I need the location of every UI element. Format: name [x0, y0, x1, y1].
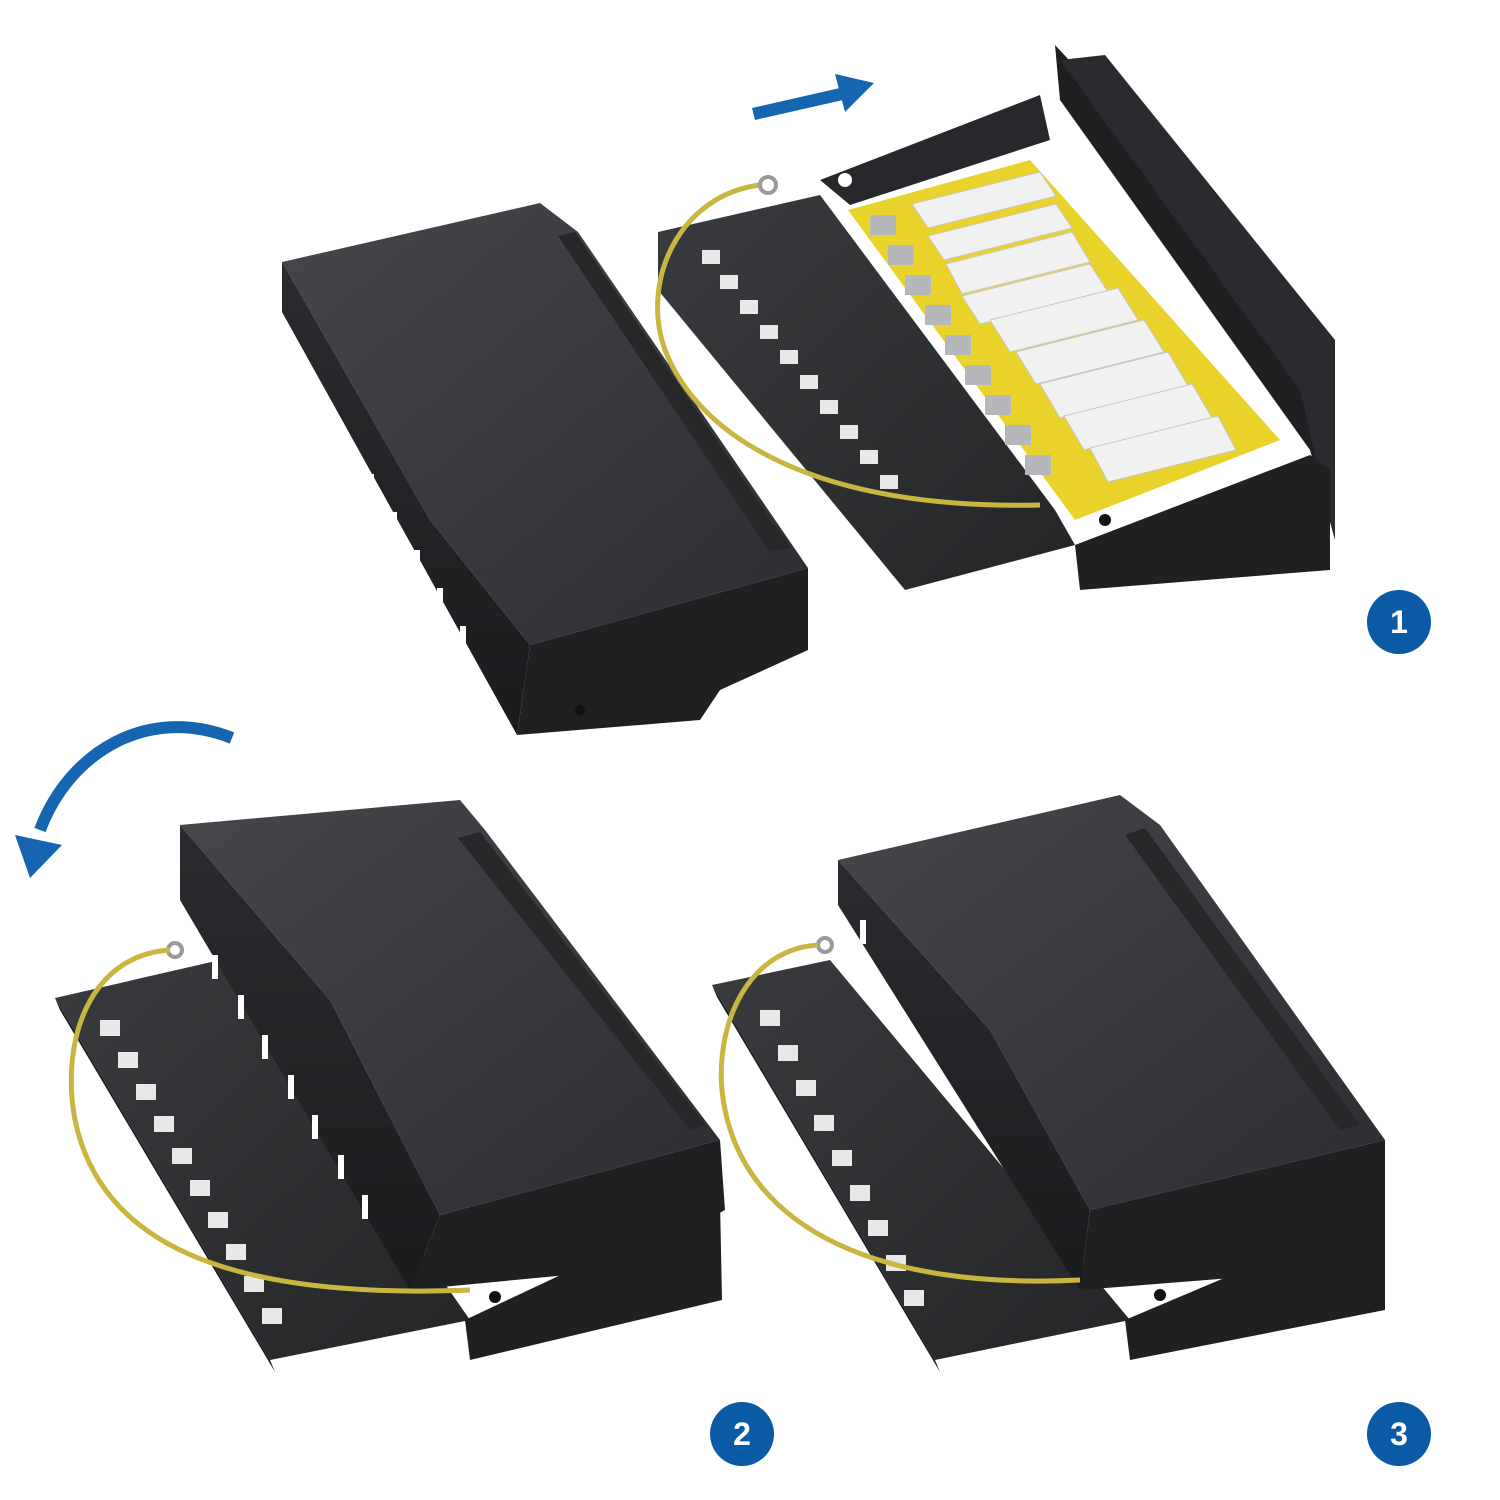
port-cutouts: [702, 250, 898, 489]
step3-assembly: [712, 795, 1385, 1372]
step1-base-open: [655, 45, 1335, 590]
cover-slots: [212, 955, 368, 1219]
cover-slots: [860, 920, 866, 944]
cover-slots: [300, 360, 466, 652]
ground-wire: [718, 942, 1081, 1284]
shielded-jacks: [870, 215, 1051, 475]
slide-right-arrow: [752, 74, 874, 120]
ground-wire: [655, 182, 1041, 508]
step2-assembly: [55, 800, 725, 1372]
keystone-modules: [911, 171, 1237, 483]
rotate-counterclockwise-arrow: [15, 721, 235, 878]
port-cutouts: [760, 1010, 924, 1306]
step1-cover: [282, 203, 808, 735]
ground-wire: [68, 947, 471, 1294]
step-badge-2: 2: [710, 1402, 774, 1466]
port-cutouts: [100, 1020, 282, 1324]
step-badge-3: 3: [1367, 1402, 1431, 1466]
step-badge-1: 1: [1367, 590, 1431, 654]
